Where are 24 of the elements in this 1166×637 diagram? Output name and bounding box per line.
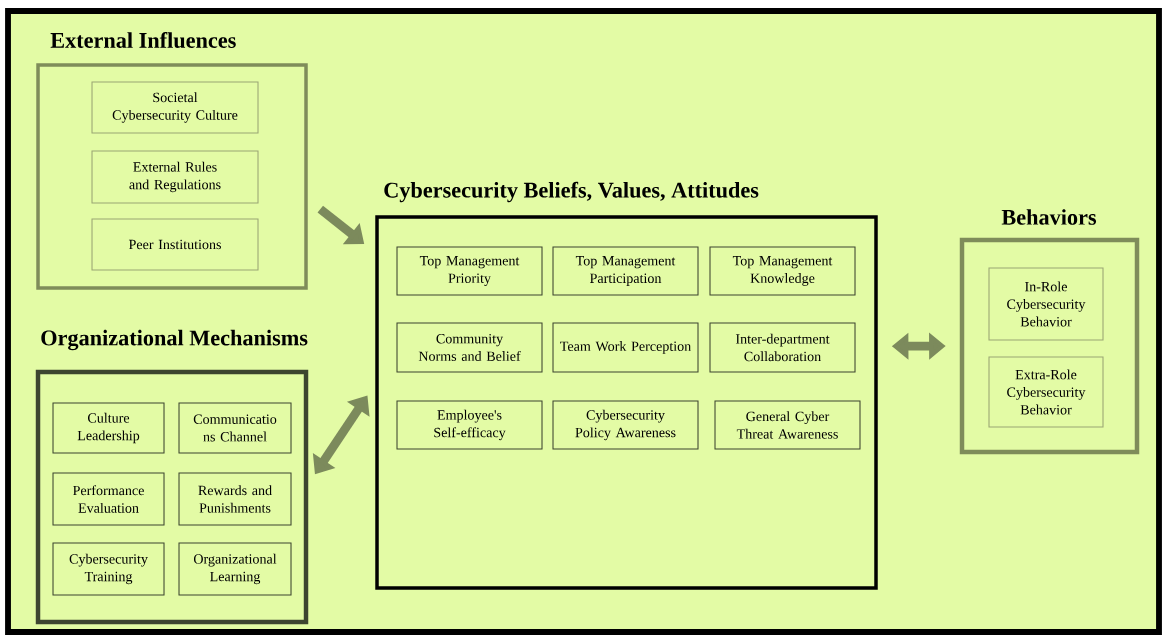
- node-label: Organizational Mechanisms: [41, 329, 308, 351]
- factor-box: Top Management Priority: [396, 246, 543, 296]
- factor-box: Culture Leadership: [52, 402, 165, 454]
- factor-box: Employee's Self-efficacy: [396, 400, 543, 450]
- factor-box: Performance Evaluation: [52, 472, 165, 526]
- factor-box: External Rules and Regulations: [91, 150, 259, 204]
- factor-box: Organizational Learning: [178, 542, 292, 596]
- factor-box: Peer Institutions: [91, 218, 259, 271]
- factor-box: General Cyber Threat Awareness: [714, 400, 861, 450]
- node-label: Cybersecurity Beliefs, Values, Attitudes: [384, 181, 759, 203]
- factor-box: Rewards and Punishments: [178, 472, 292, 526]
- factor-box: Communicatio ns Channel: [178, 402, 292, 454]
- factor-box: Extra-Role Cybersecurity Behavior: [988, 356, 1104, 428]
- factor-box: Cybersecurity Training: [52, 542, 165, 596]
- node-label: Behaviors: [1001, 209, 1097, 225]
- factor-box: Societal Cybersecurity Culture: [91, 81, 259, 134]
- factor-box: Team Work Perception: [552, 322, 699, 373]
- factor-box: Inter-department Collaboration: [709, 322, 856, 373]
- factor-box: Top Management Participation: [552, 246, 699, 296]
- factor-box: Community Norms and Belief: [396, 322, 543, 373]
- factor-box: In-Role Cybersecurity Behavior: [988, 267, 1104, 341]
- factor-box: Cybersecurity Policy Awareness: [552, 400, 699, 450]
- factor-box: Top Management Knowledge: [709, 246, 856, 296]
- node-label: External Influences: [50, 32, 236, 48]
